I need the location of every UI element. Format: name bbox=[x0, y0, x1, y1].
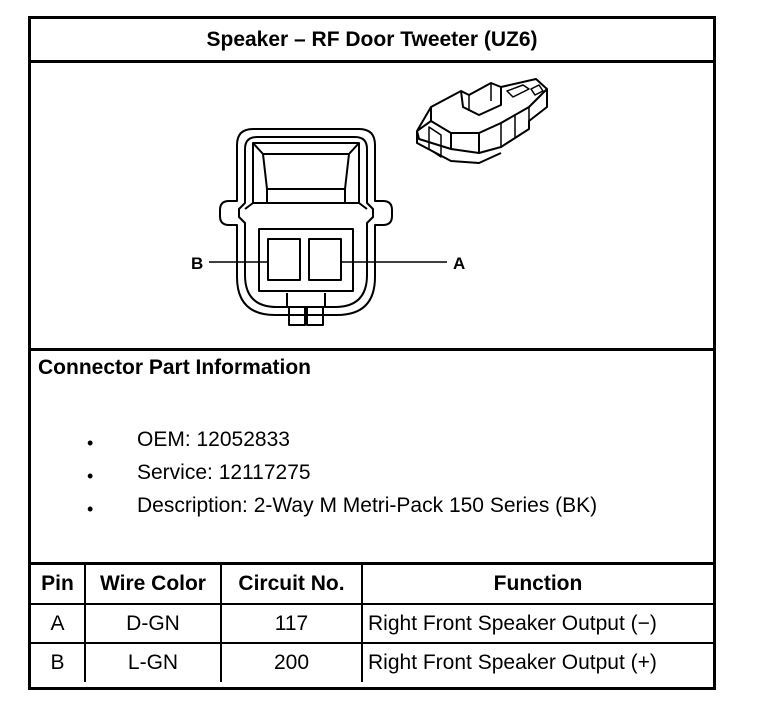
oem-part-number: OEM: 12052833 bbox=[137, 428, 290, 451]
list-item-service: • Service: 12117275 bbox=[31, 461, 713, 494]
connector-drawing: B A bbox=[191, 78, 548, 326]
list-item-oem: • OEM: 12052833 bbox=[31, 428, 713, 461]
table-header-row: Pin Wire Color Circuit No. Function bbox=[31, 565, 713, 605]
header-pin: Pin bbox=[31, 565, 86, 605]
connector-face-outline bbox=[219, 128, 393, 316]
cell-pin: B bbox=[31, 642, 86, 682]
connector-info-heading: Connector Part Information bbox=[38, 356, 312, 379]
bullet-icon: • bbox=[87, 433, 94, 453]
connector-description: Description: 2-Way M Metri-Pack 150 Seri… bbox=[137, 494, 598, 517]
list-item-description: • Description: 2-Way M Metri-Pack 150 Se… bbox=[31, 494, 713, 527]
part-info-list: • OEM: 12052833 • Service: 12117275 • De… bbox=[31, 428, 713, 527]
pin-table: Pin Wire Color Circuit No. Function A D-… bbox=[31, 565, 713, 682]
table-row: A D-GN 117 Right Front Speaker Output (−… bbox=[31, 603, 713, 644]
header-function: Function bbox=[361, 565, 713, 605]
page-title: Speaker – RF Door Tweeter (UZ6) bbox=[31, 19, 713, 63]
service-part-number: Service: 12117275 bbox=[137, 461, 311, 484]
connector-part-info: Connector Part Information • OEM: 120528… bbox=[31, 351, 713, 565]
cell-circuit-no: 200 bbox=[220, 642, 363, 682]
connector-sheet: Speaker – RF Door Tweeter (UZ6) bbox=[28, 16, 716, 690]
cell-pin: A bbox=[31, 603, 86, 644]
pin-b-cavity bbox=[267, 238, 301, 281]
pin-a-cavity bbox=[308, 238, 342, 281]
connector-face-inner bbox=[238, 136, 374, 308]
table-row: B L-GN 200 Right Front Speaker Output (+… bbox=[31, 642, 713, 682]
cell-function: Right Front Speaker Output (+) bbox=[361, 642, 713, 682]
header-circuit-no: Circuit No. bbox=[220, 565, 363, 605]
header-wire-color: Wire Color bbox=[84, 565, 222, 605]
pin-b-label: B bbox=[191, 254, 203, 273]
cell-wire-color: L-GN bbox=[84, 642, 222, 682]
connector-iso-view bbox=[416, 78, 548, 164]
bullet-icon: • bbox=[87, 499, 94, 519]
bottom-keys bbox=[288, 307, 324, 326]
cell-wire-color: D-GN bbox=[84, 603, 222, 644]
cell-function: Right Front Speaker Output (−) bbox=[361, 603, 713, 644]
cell-circuit-no: 117 bbox=[220, 603, 363, 644]
pin-a-label: A bbox=[453, 254, 465, 273]
latch-top bbox=[252, 142, 360, 204]
bullet-icon: • bbox=[87, 466, 94, 486]
connector-diagram: B A bbox=[31, 63, 713, 351]
